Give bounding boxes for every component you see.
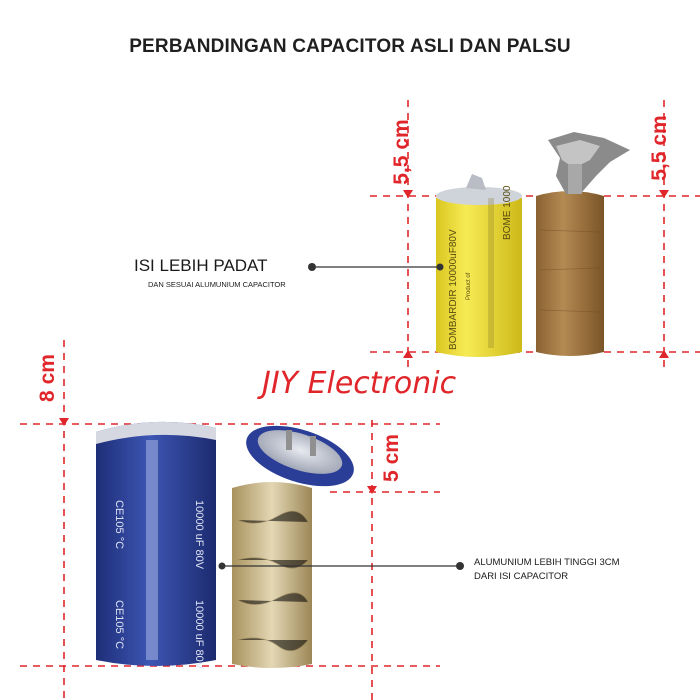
measure-top-left: 5,5 cm [390, 119, 413, 185]
svg-text:BOME 1000: BOME 1000 [502, 185, 513, 240]
callout-bottom-line2: DARI ISI CAPACITOR [474, 571, 569, 582]
top-arrows [403, 190, 669, 358]
svg-text:BOMBARDIR 10000uF80V: BOMBARDIR 10000uF80V [448, 229, 459, 350]
watermark-text: JIY Electronic [262, 366, 457, 401]
measure-bottom-left: 8 cm [36, 354, 59, 402]
page-title: PERBANDINGAN CAPACITOR ASLI DAN PALSU [129, 36, 571, 57]
callout-top-sub: DAN SESUAI ALUMUNIUM CAPACITOR [148, 280, 286, 289]
callout-bottom-line1: ALUMUNIUM LEBIH TINGGI 3CM [474, 557, 620, 568]
callout-lines [222, 266, 460, 567]
svg-text:10000 uF 80V: 10000 uF 80V [193, 500, 205, 570]
svg-text:CE105 °C: CE105 °C [113, 600, 125, 649]
bottom-arrows [59, 418, 377, 494]
measure-bottom-middle: 5 cm [380, 434, 403, 482]
svg-text:CE105 °C: CE105 °C [113, 500, 125, 549]
svg-text:10000 uF 80V: 10000 uF 80V [193, 600, 205, 670]
svg-text:Product of: Product of [466, 272, 472, 300]
foil-core-bottom [232, 482, 312, 668]
callout-top-main: ISI LEBIH PADAT [134, 256, 268, 275]
blue-capacitor-lid [246, 425, 354, 487]
blue-capacitor: 10000 uF 80V 10000 uF 80V CE105 °C CE105… [96, 421, 216, 670]
bottom-guides [20, 340, 440, 700]
callout-dots [218, 263, 464, 570]
yellow-capacitor: BOMBARDIR 10000uF80V Product of BOME 100… [436, 174, 522, 357]
top-guides [370, 100, 700, 372]
brown-core-top [536, 132, 630, 356]
measure-top-right: 5,5 cm [648, 115, 671, 181]
